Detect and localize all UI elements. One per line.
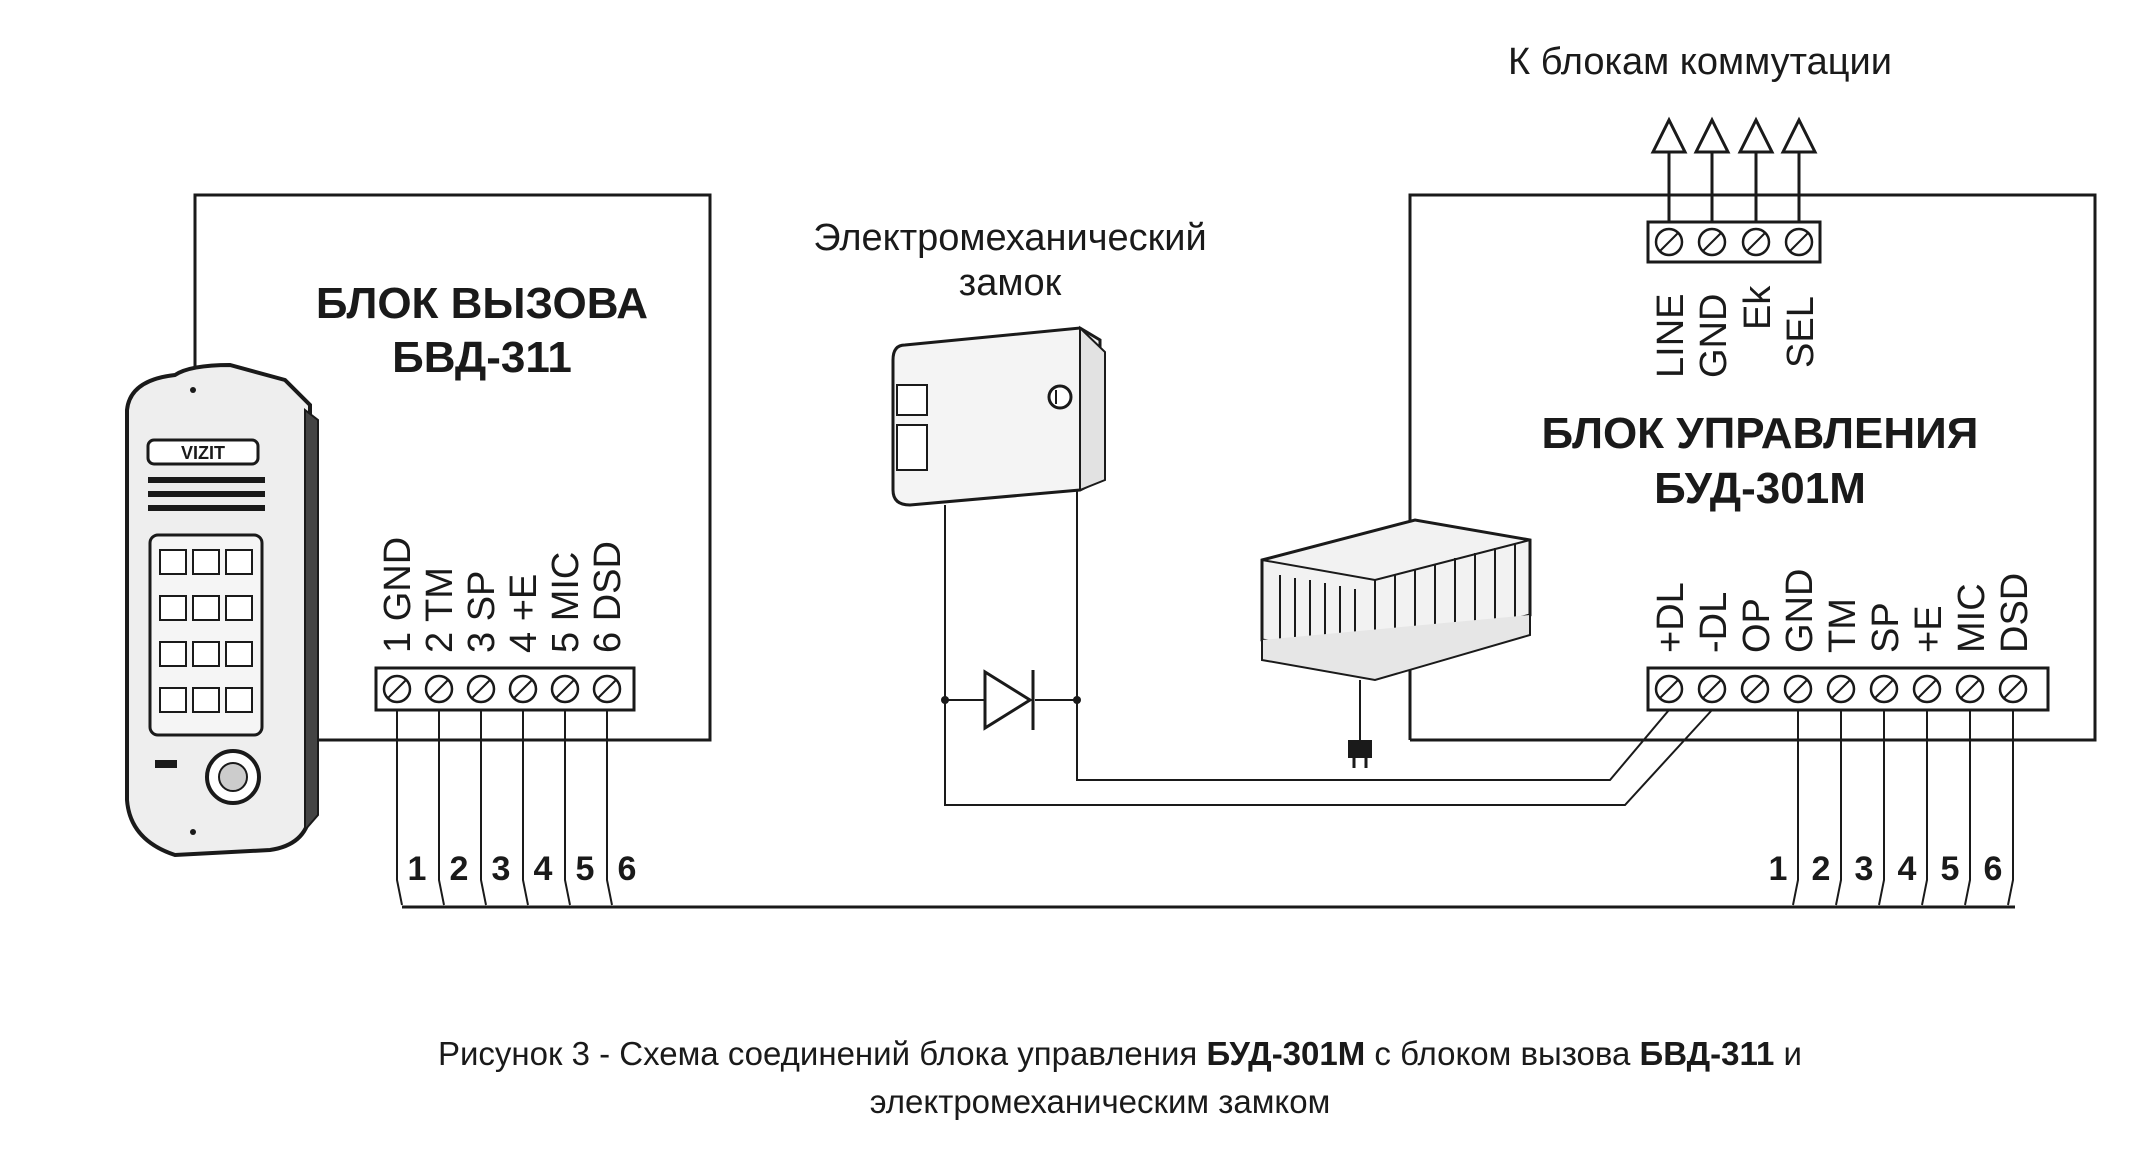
wire-number: 3 xyxy=(492,850,511,888)
arrow-up-icon xyxy=(1737,116,1775,225)
call-pin-label: 1 GND xyxy=(377,537,419,653)
call-pin-label: 5 MIC xyxy=(545,552,587,653)
arrow-up-icon xyxy=(1650,116,1688,225)
wire-number: 2 xyxy=(1812,850,1831,888)
diode-icon xyxy=(983,669,1035,731)
call-unit-model: БВД-311 xyxy=(392,333,572,382)
wire-number: 2 xyxy=(450,850,469,888)
control-bottom-pin-label: DSD xyxy=(1994,573,2036,653)
control-unit-wire-numbers: 1 2 3 4 5 6 xyxy=(1769,850,2003,888)
wire-number: 5 xyxy=(576,850,595,888)
wire-number: 4 xyxy=(1898,850,1917,888)
control-top-pin-label: Ek xyxy=(1737,285,1779,330)
svg-text:VIZIT: VIZIT xyxy=(181,443,225,463)
wire-number: 6 xyxy=(618,850,637,888)
arrow-up-icon xyxy=(1693,116,1731,225)
wire-number: 3 xyxy=(1855,850,1874,888)
control-unit-box xyxy=(1408,193,2097,742)
call-pin-label: 2 TM xyxy=(419,567,461,653)
lock-wiring xyxy=(941,490,1713,806)
call-panel-device: VIZIT xyxy=(125,362,319,858)
control-bottom-pin-label: SP xyxy=(1865,602,1907,653)
plug-icon xyxy=(1348,740,1372,768)
call-unit-terminal-block xyxy=(374,666,636,712)
control-bottom-pin-label: TM xyxy=(1822,598,1864,653)
control-top-pin-labels: LINE GND Ek SEL xyxy=(1650,285,1822,378)
wire-number: 4 xyxy=(534,850,553,888)
control-bottom-pin-labels: +DL -DL OP GND TM SP +E MIC DSD xyxy=(1650,569,2036,653)
control-bottom-pin-label: MIC xyxy=(1951,583,1993,653)
power-supply-device xyxy=(1260,518,1532,740)
call-unit-title: БЛОК ВЫЗОВА xyxy=(316,279,648,328)
control-top-pin-label: LINE xyxy=(1650,294,1692,378)
call-pin-label: 6 DSD xyxy=(587,541,629,653)
control-bottom-pin-label: -DL xyxy=(1693,592,1735,653)
control-top-pin-label: SEL xyxy=(1780,296,1822,368)
lock-title-2: замок xyxy=(959,262,1062,304)
control-bottom-pin-label: OP xyxy=(1736,598,1778,653)
call-unit-wires xyxy=(396,710,613,906)
wire-number: 5 xyxy=(1941,850,1960,888)
switching-arrows xyxy=(1650,116,1818,225)
control-unit-title: БЛОК УПРАВЛЕНИЯ xyxy=(1542,409,1979,458)
call-unit-wire-numbers: 1 2 3 4 5 6 xyxy=(408,850,637,888)
wire-number: 1 xyxy=(408,850,427,888)
control-bottom-pin-label: +E xyxy=(1908,605,1950,653)
call-pin-label: 3 SP xyxy=(461,571,503,653)
control-unit-wires xyxy=(1792,710,2014,906)
caption-part: Рисунок 3 - Схема соединений блока управ… xyxy=(438,1035,1206,1072)
caption-bold: БУД-301М xyxy=(1206,1035,1365,1072)
control-bottom-terminal-block xyxy=(1646,666,2050,712)
wire-number: 6 xyxy=(1984,850,2003,888)
figure-caption-line2: электромеханическим замком xyxy=(870,1083,1331,1120)
control-top-pin-label: GND xyxy=(1693,294,1735,378)
arrow-up-icon xyxy=(1780,116,1818,225)
call-unit-pin-labels: 1 GND 2 TM 3 SP 4 +E 5 MIC 6 DSD xyxy=(377,537,629,653)
control-bottom-pin-label: +DL xyxy=(1650,582,1692,653)
lock-title: Электромеханический xyxy=(813,217,1206,259)
caption-part: и xyxy=(1774,1035,1802,1072)
wire-number: 1 xyxy=(1769,850,1788,888)
control-top-terminal-block xyxy=(1646,220,1822,264)
control-bottom-pin-label: GND xyxy=(1779,569,1821,653)
caption-part: с блоком вызова xyxy=(1365,1035,1639,1072)
caption-bold: БВД-311 xyxy=(1640,1035,1775,1072)
lock-device xyxy=(891,325,1106,507)
control-unit-model: БУД-301М xyxy=(1654,464,1866,513)
switching-units-label: К блокам коммутации xyxy=(1508,41,1892,83)
call-pin-label: 4 +E xyxy=(503,574,545,653)
figure-caption: Рисунок 3 - Схема соединений блока управ… xyxy=(438,1035,1802,1072)
